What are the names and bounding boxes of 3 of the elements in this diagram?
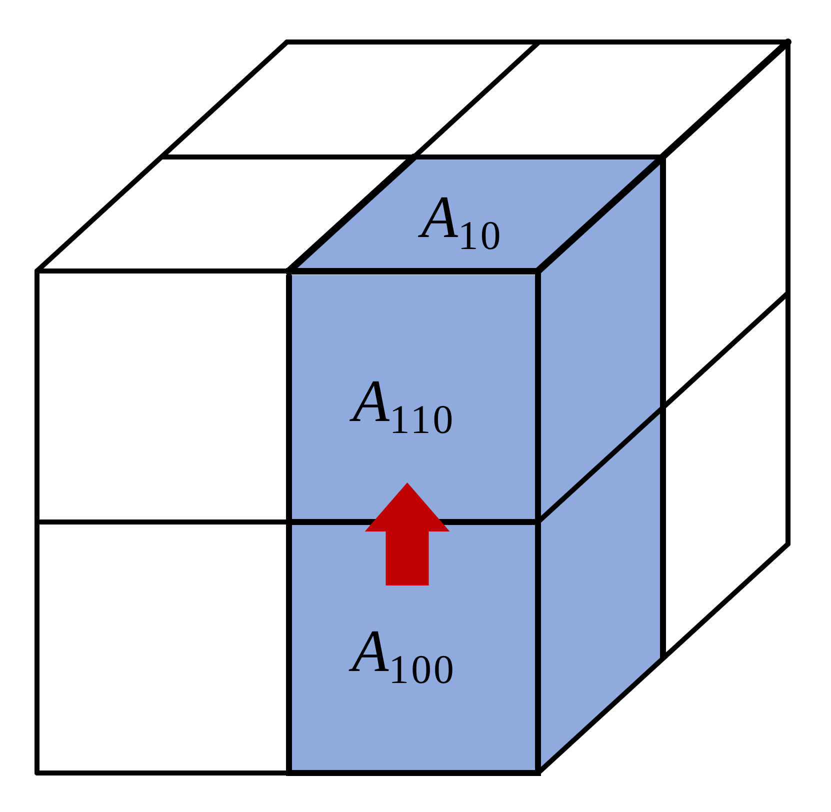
block-arrow [364,482,450,586]
front-face [286,525,541,776]
front-face [286,275,541,525]
